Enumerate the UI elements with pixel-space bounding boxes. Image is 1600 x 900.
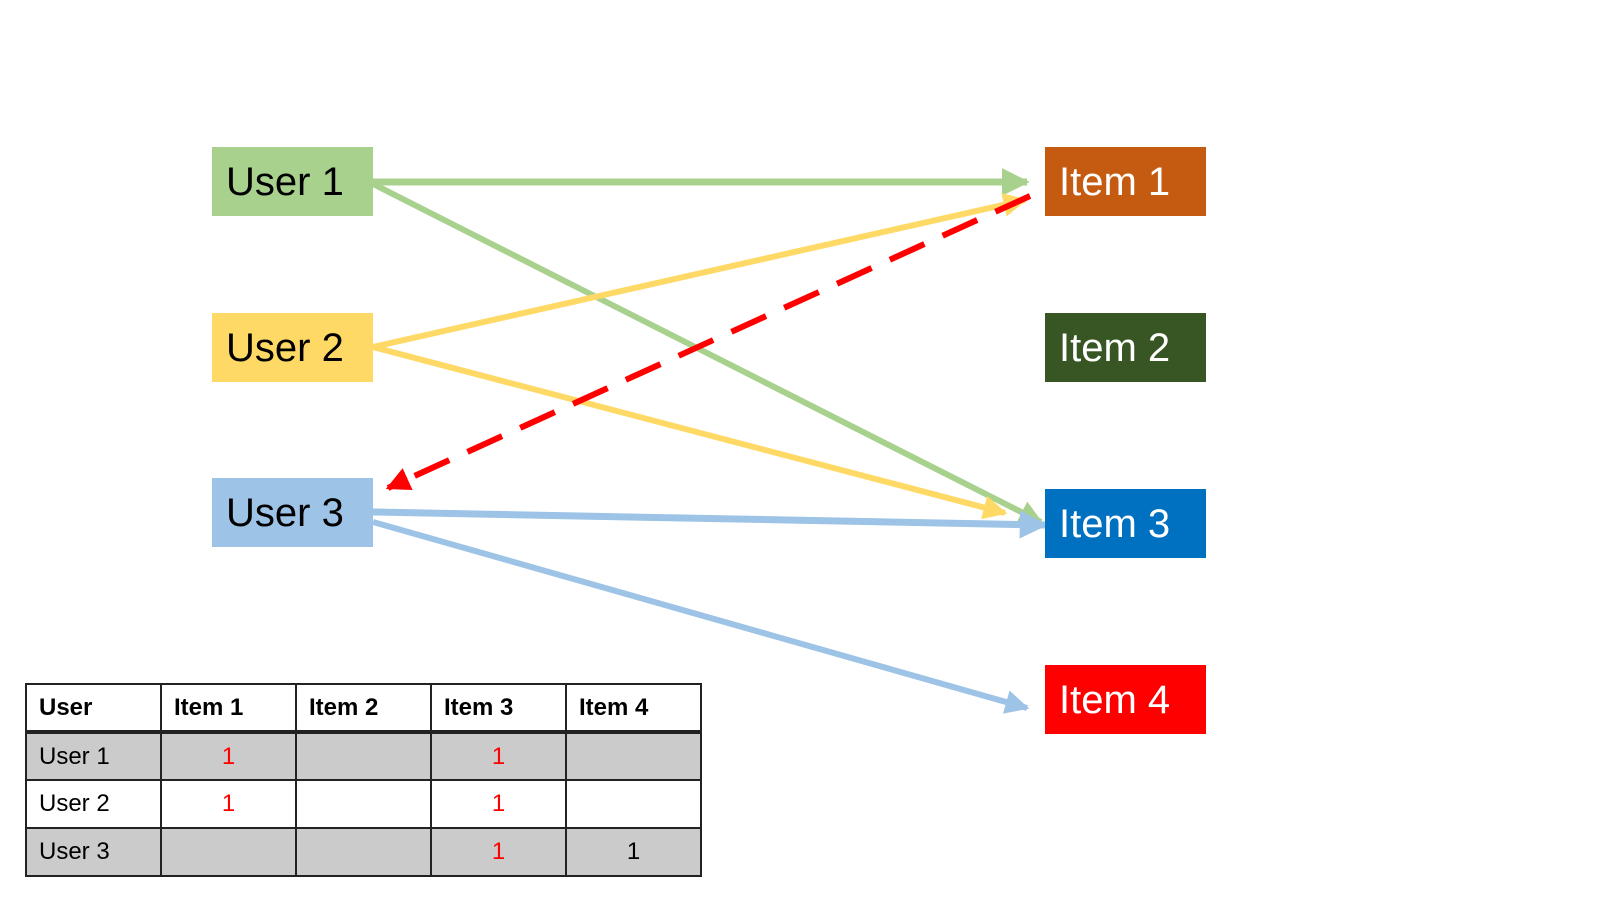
user-node-2: User 2 [212,313,373,382]
table-cell: 1 [160,779,297,829]
row-user-cell: User 3 [25,827,162,877]
table-cell: 1 [565,827,702,877]
table-cell: 1 [160,731,297,781]
table-cell [565,731,702,781]
table-cell: 1 [430,827,567,877]
edge-user2-item1 [372,193,1028,350]
item-node-2: Item 2 [1045,313,1206,382]
row-user-cell: User 1 [25,731,162,781]
edge-item1-user3-dashed [385,193,1032,491]
item-node-3: Item 3 [1045,489,1206,558]
user-node-1: User 1 [212,147,373,216]
header-item-1: Item 1 [160,683,297,734]
table-cell: 1 [430,779,567,829]
table-cell: 1 [430,731,567,781]
item-node-4: Item 4 [1045,665,1206,734]
item-node-1: Item 1 [1045,147,1206,216]
header-item-2: Item 2 [295,683,432,734]
table-row: User 1 1 1 [25,731,702,781]
table-cell [565,779,702,829]
edge-user1-item3 [371,181,1044,525]
table-cell [295,827,432,877]
table-cell [295,731,432,781]
header-user: User [25,683,162,734]
table-cell [160,827,297,877]
edge-user3-item3 [372,508,1048,539]
edge-user3-item4 [372,519,1030,714]
user-node-3: User 3 [212,478,373,547]
table-header-row: User Item 1 Item 2 Item 3 Item 4 [25,683,702,734]
table-cell [295,779,432,829]
interaction-matrix: User Item 1 Item 2 Item 3 Item 4 User 1 … [25,683,702,877]
header-item-4: Item 4 [565,683,702,734]
table-row: User 2 1 1 [25,779,702,829]
header-item-3: Item 3 [430,683,567,734]
table-row: User 3 1 1 [25,827,702,877]
row-user-cell: User 2 [25,779,162,829]
edge-user2-item3 [372,344,1008,520]
